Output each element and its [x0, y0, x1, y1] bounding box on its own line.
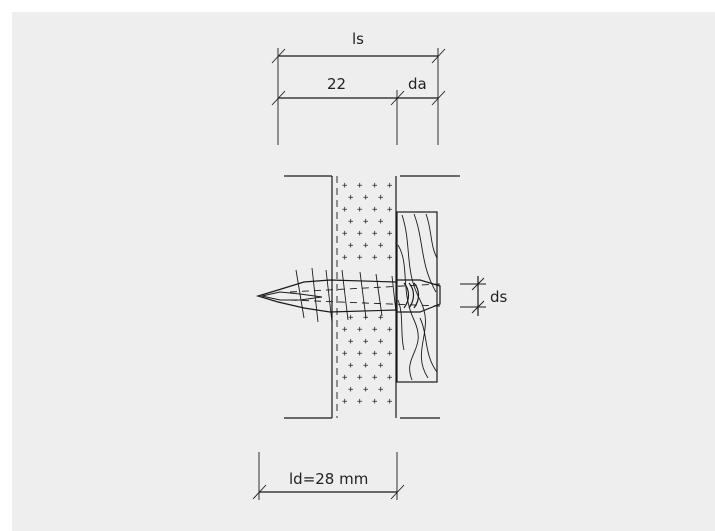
- ld-label: ld=28 mm: [289, 470, 368, 488]
- ds-label: ds: [490, 288, 508, 306]
- svg-text:+: +: [348, 217, 354, 227]
- svg-text:+: +: [357, 325, 363, 335]
- svg-text:+: +: [363, 337, 369, 347]
- svg-text:+: +: [363, 217, 369, 227]
- svg-text:+: +: [387, 325, 393, 335]
- svg-text:+: +: [387, 229, 393, 239]
- svg-text:+: +: [378, 241, 384, 251]
- svg-text:+: +: [372, 205, 378, 215]
- svg-text:+: +: [372, 349, 378, 359]
- svg-text:+: +: [378, 337, 384, 347]
- svg-text:+: +: [348, 313, 354, 323]
- dimension-ds: ds: [460, 276, 508, 316]
- insulation-hatching: ++++++++++++++++++++++++++++++++++++++++…: [342, 181, 393, 407]
- substrate-outline: [284, 175, 460, 419]
- svg-text:+: +: [387, 373, 393, 383]
- svg-text:+: +: [363, 241, 369, 251]
- svg-text:+: +: [372, 229, 378, 239]
- ls-label: ls: [352, 30, 364, 48]
- svg-text:+: +: [342, 325, 348, 335]
- svg-text:+: +: [348, 385, 354, 395]
- svg-text:+: +: [348, 361, 354, 371]
- svg-text:+: +: [357, 253, 363, 263]
- svg-text:+: +: [342, 349, 348, 359]
- insulation-layer: ++++++++++++++++++++++++++++++++++++++++…: [336, 176, 397, 418]
- svg-text:+: +: [387, 181, 393, 191]
- svg-text:+: +: [372, 325, 378, 335]
- svg-text:+: +: [357, 229, 363, 239]
- svg-text:+: +: [372, 253, 378, 263]
- svg-text:+: +: [387, 253, 393, 263]
- da-label: da: [408, 75, 427, 93]
- svg-text:+: +: [342, 253, 348, 263]
- svg-text:+: +: [348, 193, 354, 203]
- svg-text:+: +: [348, 241, 354, 251]
- svg-text:+: +: [372, 373, 378, 383]
- svg-text:+: +: [372, 397, 378, 407]
- svg-text:+: +: [348, 337, 354, 347]
- svg-text:+: +: [363, 385, 369, 395]
- svg-text:+: +: [378, 385, 384, 395]
- svg-text:+: +: [357, 181, 363, 191]
- dimension-ls: ls: [271, 30, 446, 145]
- svg-text:+: +: [387, 349, 393, 359]
- svg-text:+: +: [342, 181, 348, 191]
- svg-text:+: +: [357, 397, 363, 407]
- svg-text:+: +: [363, 193, 369, 203]
- svg-text:+: +: [387, 205, 393, 215]
- svg-text:+: +: [378, 313, 384, 323]
- svg-text:+: +: [342, 373, 348, 383]
- svg-text:+: +: [342, 229, 348, 239]
- dimension-22-da: 22 da: [271, 75, 446, 145]
- board-plate: [396, 211, 438, 383]
- svg-text:+: +: [378, 193, 384, 203]
- svg-text:+: +: [372, 181, 378, 191]
- svg-text:+: +: [357, 349, 363, 359]
- screw-anchor: [255, 267, 441, 323]
- svg-text:+: +: [342, 397, 348, 407]
- svg-text:+: +: [357, 205, 363, 215]
- span-22-label: 22: [327, 75, 346, 93]
- svg-text:+: +: [378, 217, 384, 227]
- svg-text:+: +: [357, 373, 363, 383]
- svg-text:+: +: [363, 361, 369, 371]
- svg-text:+: +: [387, 397, 393, 407]
- svg-text:+: +: [378, 361, 384, 371]
- svg-text:+: +: [342, 205, 348, 215]
- dimension-ld: ld=28 mm: [252, 452, 405, 500]
